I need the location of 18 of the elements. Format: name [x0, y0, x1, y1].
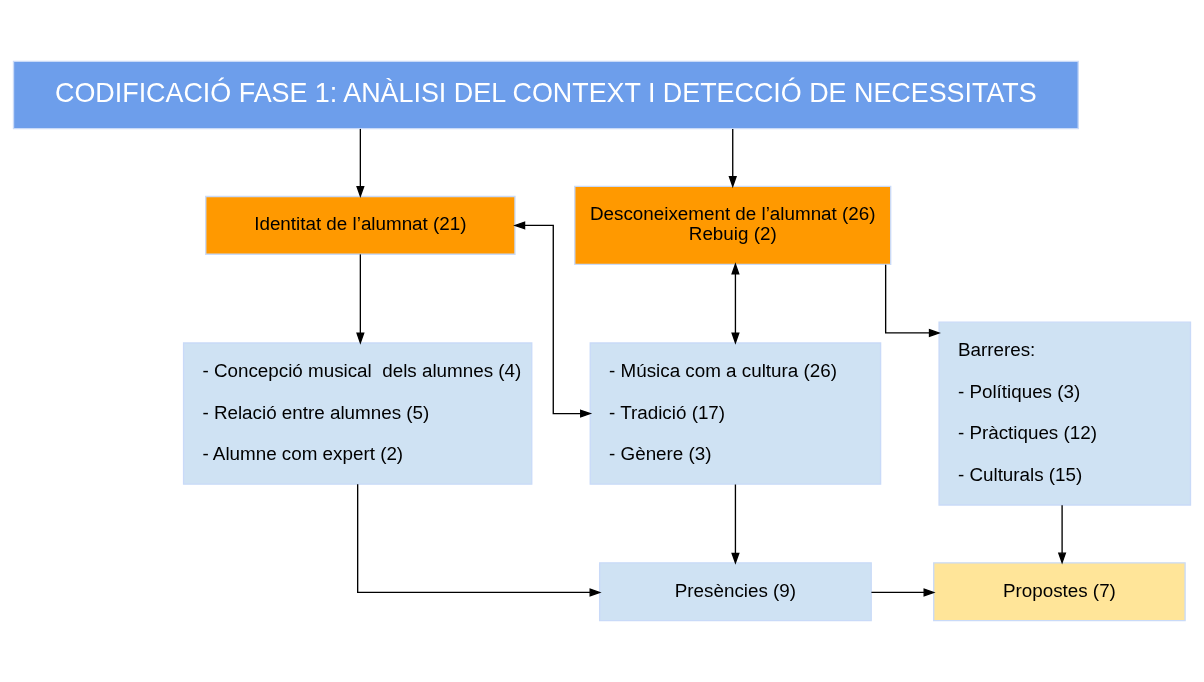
arrow	[356, 253, 365, 345]
arrow	[731, 262, 740, 345]
node-box: - Música com a cultura (26) - Tradició (17) - Gènere (3)	[589, 342, 882, 485]
node-box: - Concepció musical dels alumnes (4) - Relació entre alumnes (5) - Alumne com expert (2)	[182, 342, 533, 485]
arrow	[513, 221, 593, 418]
arrow	[1057, 504, 1067, 565]
arrow	[728, 128, 737, 189]
node-box: Identitat de l’alumnat (21)	[205, 195, 516, 255]
node-box: Barreres: - Polítiques (3) - Pràctiques (12) - Culturals (15)	[938, 321, 1192, 506]
arrow	[870, 588, 936, 597]
arrow	[356, 128, 365, 199]
node-box: Desconeixement de l’alumnat (26) Rebuig (2)	[574, 185, 892, 266]
node-box: Presències (9)	[599, 562, 872, 622]
arrow	[885, 264, 941, 338]
node-box: Propostes (7)	[933, 562, 1186, 622]
arrow	[357, 483, 602, 597]
arrow	[731, 483, 740, 565]
node-box: CODIFICACIÓ FASE 1: ANÀLISI DEL CONTEXT I DETECCIÓ DE NECESSITATS	[12, 60, 1079, 130]
